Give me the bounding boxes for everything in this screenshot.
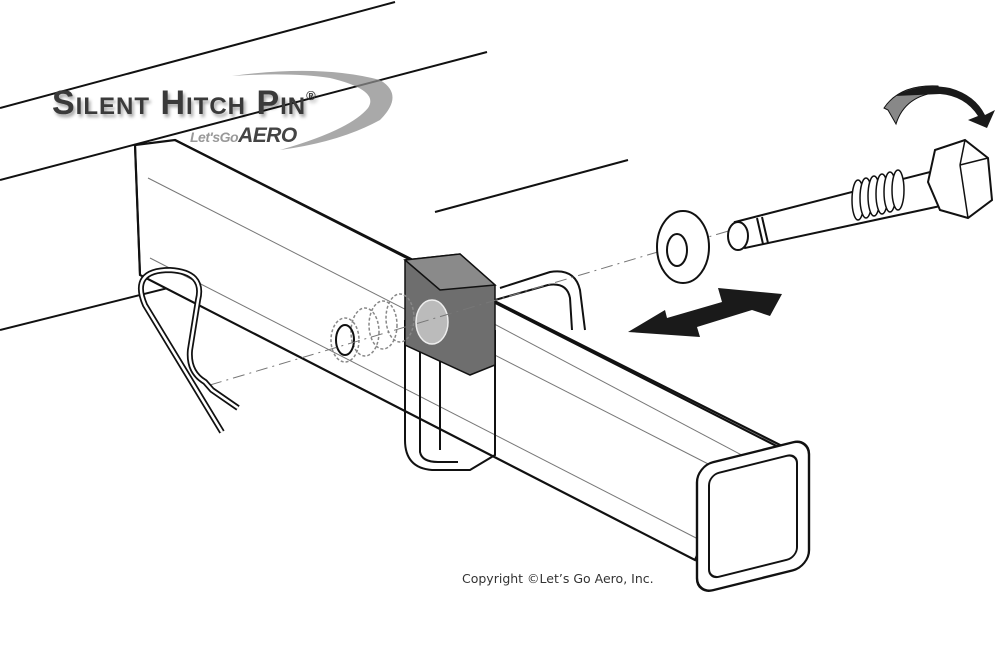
logo-title-text: Silent Hitch Pin (52, 84, 307, 122)
rotate-arrow (883, 85, 995, 128)
logo-sub-lets: Let'sGo (190, 129, 239, 145)
copyright-text: Copyright ©Let’s Go Aero, Inc. (460, 571, 656, 586)
threaded-hitch-pin (727, 138, 994, 251)
u-bracket (404, 270, 586, 471)
logo-title: Silent Hitch Pin® (52, 84, 317, 123)
logo-swoosh (232, 70, 393, 150)
spring (330, 293, 415, 363)
hex-head (926, 138, 994, 220)
washer (656, 210, 710, 284)
silent-block (403, 253, 497, 376)
registered-mark: ® (306, 88, 317, 103)
logo-sub-aero: AERO (238, 124, 297, 147)
pin-threads (851, 169, 905, 221)
vehicle-frame-lines (0, 1, 629, 331)
logo-subtitle: Let'sGoAERO (190, 124, 297, 148)
tube-hole (335, 324, 355, 356)
double-headed-slide-arrow (628, 288, 782, 337)
